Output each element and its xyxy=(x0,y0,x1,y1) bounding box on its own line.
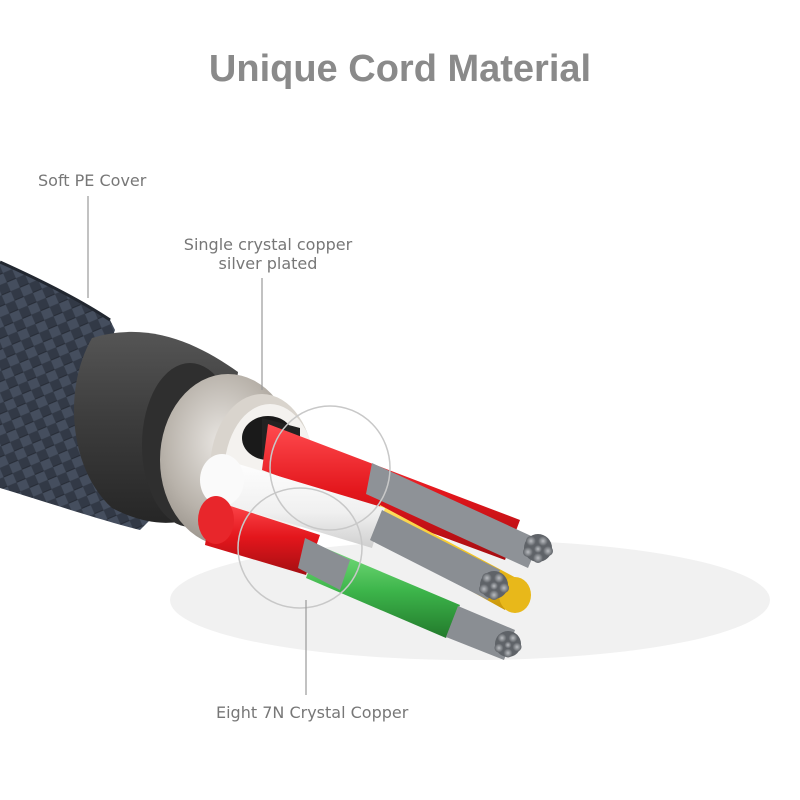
shield-label-line-1: Single crystal copper xyxy=(183,235,353,254)
leader-lines xyxy=(87,196,307,695)
conductor-label: Eight 7N Crystal Copper xyxy=(216,703,409,722)
strand-bundle-middle xyxy=(479,571,509,600)
magnifier-circle-upper xyxy=(269,405,391,531)
cover-label: Soft PE Cover xyxy=(38,171,147,190)
white-wire xyxy=(200,454,509,600)
page-title: Unique Cord Material xyxy=(208,48,592,90)
strand-bundle-upper xyxy=(523,534,553,563)
shield-label: Single crystal copper silver plated xyxy=(178,235,358,273)
strand-bundle-lower xyxy=(494,631,522,658)
shield-label-line-2: silver plated xyxy=(218,254,318,273)
magnifier-circle-lower xyxy=(237,487,363,609)
red-wire-upper xyxy=(262,424,553,568)
red-wire-lower xyxy=(198,496,320,575)
green-wire xyxy=(298,538,522,660)
